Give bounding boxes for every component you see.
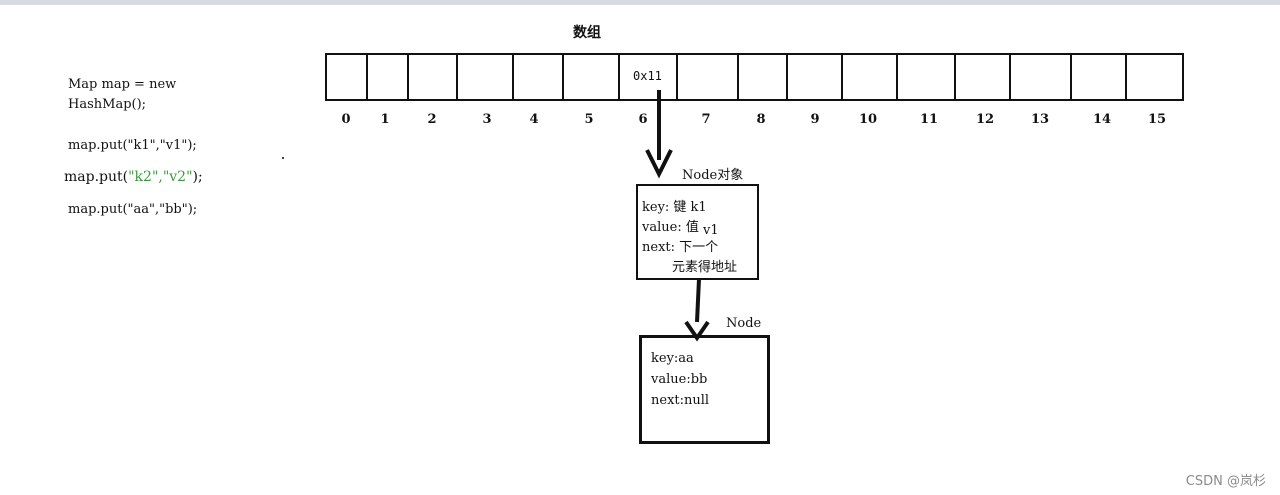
node1-next: next: 下一个: [642, 240, 719, 255]
array-index-5: 5: [584, 112, 594, 127]
array-index-3: 3: [482, 112, 492, 127]
code-put2-args: "k2","v2": [128, 169, 193, 185]
array-cell-divider: [618, 53, 620, 101]
array-index-14: 14: [1092, 112, 1112, 127]
array-cell-divider: [841, 53, 843, 101]
array-index-10: 10: [858, 112, 878, 127]
stray-dot: [282, 157, 284, 159]
array-index-11: 11: [919, 112, 939, 127]
arrow-node-to-node: [684, 278, 710, 342]
arrow-array-to-node: [645, 90, 673, 179]
node1-key: key: 键 k1: [642, 200, 707, 215]
array-index-1: 1: [380, 112, 390, 127]
array-cell-divider: [512, 53, 514, 101]
array-cell-divider: [1070, 53, 1072, 101]
node1-box: [636, 184, 759, 280]
array-cell-divider: [366, 53, 368, 101]
array-index-7: 7: [701, 112, 711, 127]
array-cell-divider: [562, 53, 564, 101]
array-index-13: 13: [1030, 112, 1050, 127]
array-index-6: 6: [638, 112, 648, 127]
code-line-put-k2: map.put("k2","v2");: [64, 169, 203, 185]
node2-key: key:aa: [651, 351, 694, 366]
node2-next: next:null: [651, 393, 710, 408]
array-title: 数组: [573, 25, 601, 41]
code-line-hashmap: HashMap();: [68, 97, 147, 112]
array-cell-divider: [737, 53, 739, 101]
array-index-4: 4: [529, 112, 539, 127]
node1-label: Node对象: [682, 168, 744, 183]
node2-value: value:bb: [651, 372, 708, 387]
code-put2-prefix: map.put(: [64, 169, 129, 185]
node1-next-cont: 元素得地址: [672, 260, 738, 275]
array-cell-divider: [786, 53, 788, 101]
node2-label: Node: [726, 316, 762, 331]
node1-value-val: v1: [702, 223, 719, 238]
array-box: [325, 53, 1184, 101]
array-cell-divider: [1125, 53, 1127, 101]
array-index-9: 9: [810, 112, 820, 127]
code-line-put-aa: map.put("aa","bb");: [68, 202, 198, 217]
array-index-12: 12: [975, 112, 995, 127]
watermark: CSDN @岚杉: [1185, 474, 1266, 489]
array-cell-divider: [676, 53, 678, 101]
node1-value: value: 值 v1: [642, 216, 719, 238]
array-index-0: 0: [341, 112, 351, 127]
code-put2-suffix: );: [192, 169, 203, 185]
array-index-2: 2: [427, 112, 437, 127]
array-cell-divider: [954, 53, 956, 101]
array-cell-divider: [456, 53, 458, 101]
array-cell-6-value: 0x11: [633, 69, 662, 83]
code-line-put-k1: map.put("k1","v1");: [68, 138, 197, 153]
array-cell-divider: [896, 53, 898, 101]
node2-box: [639, 335, 770, 444]
code-line-map-decl: Map map = new: [68, 77, 177, 92]
array-index-8: 8: [756, 112, 766, 127]
node1-value-label: value: 值: [642, 220, 699, 235]
top-border: [0, 0, 1280, 5]
array-cell-divider: [407, 53, 409, 101]
array-cell-divider: [1009, 53, 1011, 101]
array-index-15: 15: [1147, 112, 1167, 127]
